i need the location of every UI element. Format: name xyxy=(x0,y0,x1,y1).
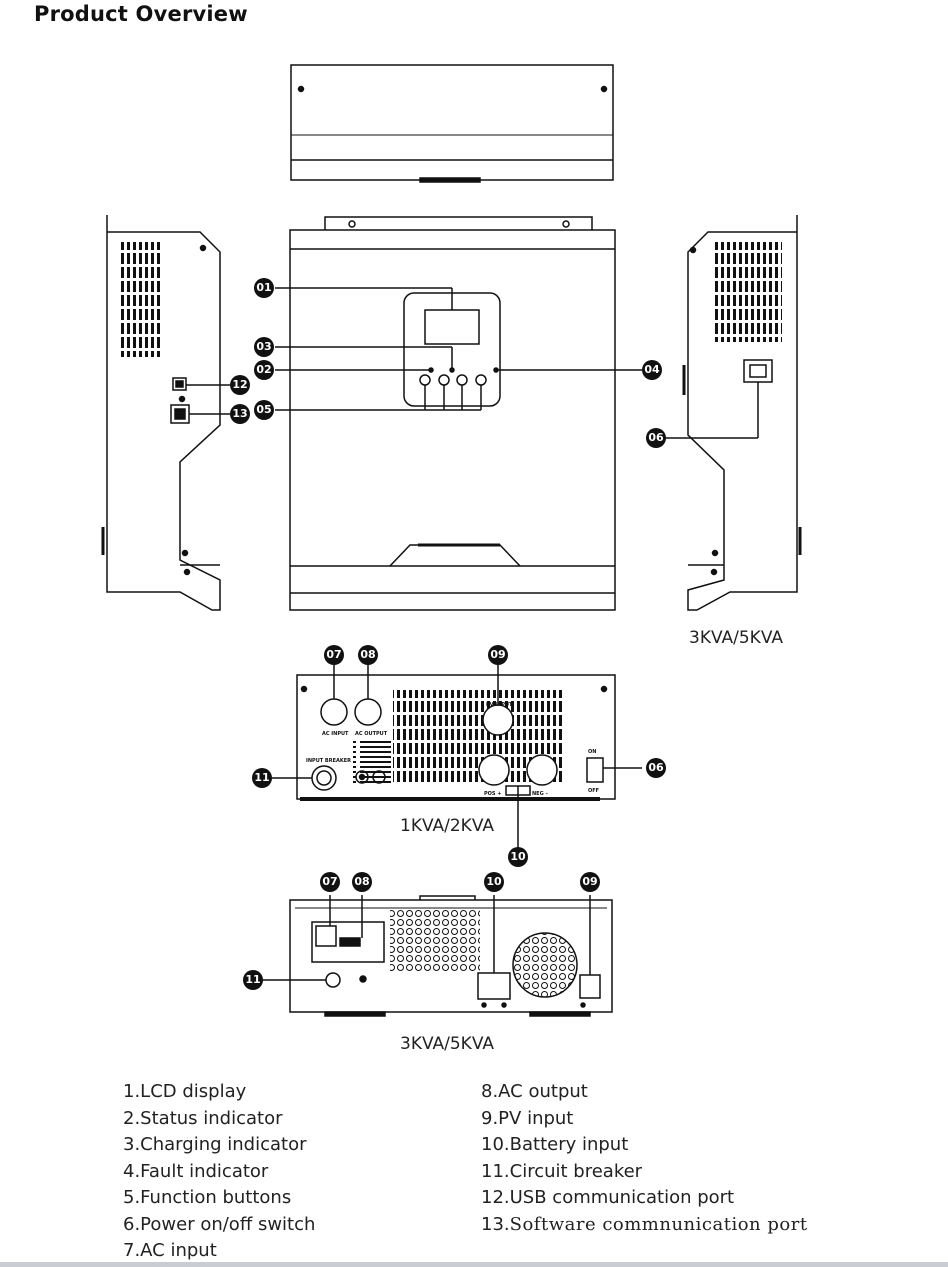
callout-08-3kva: 08 xyxy=(352,872,372,892)
callout-01: 01 xyxy=(254,278,274,298)
pv-input-panel-label: PV INPUT xyxy=(486,702,513,708)
mid-model-caption: 1KVA/2KVA xyxy=(400,816,494,836)
legend-item-text: Software commnunication port xyxy=(509,1213,808,1235)
callout-08-1kva: 08 xyxy=(358,645,378,665)
callout-07-3kva: 07 xyxy=(320,872,340,892)
legend-left: 1.LCD display 2.Status indicator 3.Charg… xyxy=(123,1079,315,1265)
legend-item: 5.Function buttons xyxy=(123,1187,292,1208)
left-side-view xyxy=(101,215,230,611)
page-title: Product Overview xyxy=(34,2,248,26)
callout-02: 02 xyxy=(254,360,274,380)
rear-view-1-2kva xyxy=(270,665,642,848)
legend-item: 13.Software commnunication port xyxy=(481,1212,808,1239)
legend-item: 11.Circuit breaker xyxy=(481,1160,643,1182)
callout-11-1kva: 11 xyxy=(252,768,272,788)
on-panel-label: ON xyxy=(588,749,596,755)
legend-item: 4.Fault indicator xyxy=(123,1160,269,1182)
callout-04: 04 xyxy=(642,360,662,380)
legend-right: 8.AC output 9.PV input 10.Battery input … xyxy=(481,1079,808,1238)
callout-10-1kva: 10 xyxy=(508,847,528,867)
legend-item: 2.Status indicator xyxy=(123,1107,283,1129)
callout-09-1kva: 09 xyxy=(488,645,508,665)
top-view xyxy=(290,64,614,183)
ac-input-panel-label: AC INPUT xyxy=(322,731,349,737)
legend-item: 12.USB communication port xyxy=(481,1187,735,1208)
callout-10-3kva: 10 xyxy=(484,872,504,892)
legend-item: 6.Power on/off switch xyxy=(123,1213,316,1235)
legend-item: 9.PV input xyxy=(481,1107,574,1129)
front-view xyxy=(275,216,642,611)
legend-item: 1.LCD display xyxy=(123,1081,247,1102)
side-model-caption: 3KVA/5KVA xyxy=(689,628,783,648)
ac-output-panel-label: AC OUTPUT xyxy=(355,731,388,737)
legend-item: 3.Charging indicator xyxy=(123,1134,307,1155)
legend-item: 10.Battery input xyxy=(481,1134,629,1155)
off-panel-label: OFF xyxy=(588,788,599,794)
input-breaker-panel-label: INPUT BREAKER xyxy=(306,758,351,764)
legend-item: 8.AC output xyxy=(481,1081,588,1102)
callout-06-1kva: 06 xyxy=(646,758,666,778)
right-side-view xyxy=(665,215,802,611)
callout-13: 13 xyxy=(230,404,250,424)
legend-item-number: 13. xyxy=(481,1213,510,1235)
callout-11-3kva: 11 xyxy=(243,970,263,990)
callout-05: 05 xyxy=(254,400,274,420)
callout-12: 12 xyxy=(230,375,250,395)
neg-panel-label: NEG – xyxy=(532,791,548,797)
bottom-bar xyxy=(0,1262,948,1267)
callout-06-side: 06 xyxy=(646,428,666,448)
callout-09-3kva: 09 xyxy=(580,872,600,892)
rear-view-3-5kva xyxy=(262,895,613,1017)
legend-item: 7.AC input xyxy=(123,1240,217,1261)
pos-panel-label: POS + xyxy=(484,791,501,797)
callout-03: 03 xyxy=(254,337,274,357)
callout-07-1kva: 07 xyxy=(324,645,344,665)
bottom-model-caption: 3KVA/5KVA xyxy=(400,1034,494,1054)
